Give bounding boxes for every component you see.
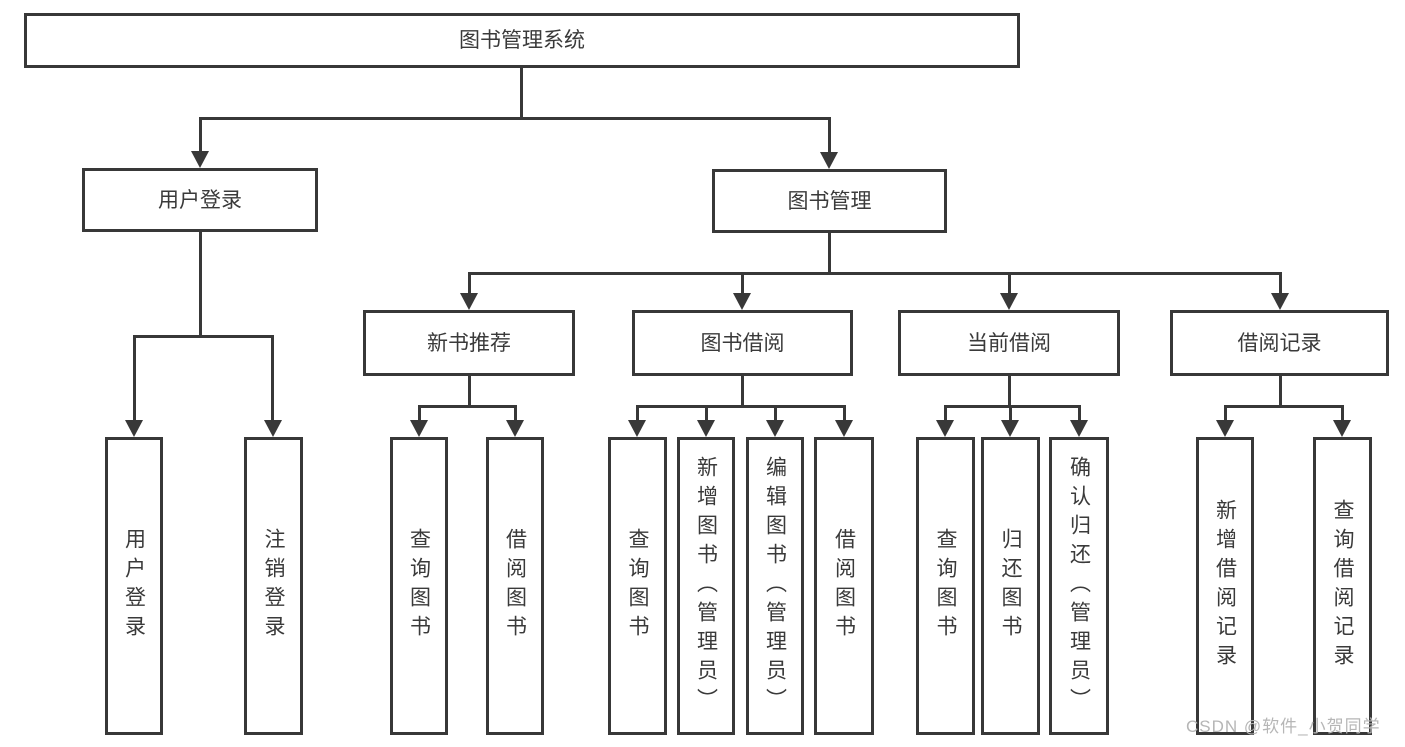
leaf-user-login: 用户登录 — [105, 437, 163, 735]
leaf-user-login-label: 用户登录 — [122, 528, 146, 644]
leaf-cb-query-books-label: 查询图书 — [934, 528, 957, 644]
node-current-borrowing-label: 当前借阅 — [967, 331, 1051, 355]
arrow-to-new-book-recommend — [460, 272, 478, 310]
arrow-to-br-query-record — [1333, 405, 1351, 437]
leaf-bb-borrow-books-label: 借阅图书 — [832, 528, 856, 644]
arrow-to-bb-add-books — [697, 405, 715, 437]
node-borrow-records-label: 借阅记录 — [1237, 331, 1322, 355]
connector-user-login-split — [132, 335, 274, 338]
leaf-br-add-record-label: 新增借阅记录 — [1213, 499, 1237, 673]
connector-cb-split — [943, 405, 1081, 408]
leaf-cb-return-books-label: 归还图书 — [999, 528, 1022, 644]
node-borrow-records: 借阅记录 — [1170, 310, 1389, 376]
node-new-book-recommend-label: 新书推荐 — [427, 331, 511, 355]
arrow-to-user-login — [191, 117, 209, 168]
arrow-to-leaf-user-login — [125, 335, 143, 437]
arrow-to-bb-borrow-books — [835, 405, 853, 437]
connector-level1-split — [198, 117, 831, 120]
leaf-bb-edit-books-admin: 编辑图书（管理员） — [746, 437, 804, 735]
node-book-management: 图书管理 — [712, 169, 947, 233]
arrow-to-br-add-record — [1216, 405, 1234, 437]
arrow-to-nb-borrow-books — [506, 405, 524, 437]
leaf-nb-borrow-books-label: 借阅图书 — [503, 528, 527, 644]
leaf-cb-confirm-return-admin-label: 确认归还（管理员） — [1067, 455, 1091, 717]
arrow-to-bb-query-books — [628, 405, 646, 437]
node-library-system: 图书管理系统 — [24, 13, 1020, 68]
leaf-br-query-record-label: 查询借阅记录 — [1331, 499, 1354, 673]
node-book-borrowing: 图书借阅 — [632, 310, 853, 376]
connector-cb-riser — [1007, 374, 1011, 408]
leaf-logout: 注销登录 — [244, 437, 303, 735]
leaf-logout-label: 注销登录 — [262, 528, 285, 644]
csdn-watermark: CSDN @软件_小贺同学 — [1186, 717, 1381, 736]
connector-root-riser — [519, 68, 523, 120]
leaf-nb-query-books: 查询图书 — [390, 437, 448, 735]
arrow-to-cb-query-books — [936, 405, 954, 437]
node-book-borrowing-label: 图书借阅 — [700, 331, 785, 355]
arrow-to-book-borrowing — [733, 272, 751, 310]
node-library-system-label: 图书管理系统 — [459, 29, 585, 52]
connector-br-split — [1223, 405, 1344, 408]
arrow-to-borrow-records — [1271, 272, 1289, 310]
node-user-login-label: 用户登录 — [158, 188, 242, 212]
connector-nb-riser — [467, 374, 471, 408]
node-user-login: 用户登录 — [82, 168, 318, 232]
leaf-bb-add-books-admin-label: 新增图书（管理员） — [694, 455, 718, 717]
leaf-nb-query-books-label: 查询图书 — [407, 528, 431, 644]
connector-bb-split — [635, 405, 846, 408]
leaf-br-query-record: 查询借阅记录 — [1313, 437, 1372, 735]
arrow-to-book-management — [820, 117, 838, 169]
leaf-bb-query-books: 查询图书 — [608, 437, 667, 735]
arrow-to-cb-confirm-return — [1070, 405, 1088, 437]
connector-bb-riser — [740, 374, 744, 408]
arrow-to-nb-query-books — [410, 405, 428, 437]
node-new-book-recommend: 新书推荐 — [363, 310, 575, 376]
leaf-cb-query-books: 查询图书 — [916, 437, 975, 735]
leaf-bb-edit-books-admin-label: 编辑图书（管理员） — [763, 455, 787, 717]
connector-nb-split — [417, 405, 517, 408]
connector-user-login-riser — [198, 231, 202, 338]
node-current-borrowing: 当前借阅 — [898, 310, 1120, 376]
leaf-cb-confirm-return-admin: 确认归还（管理员） — [1049, 437, 1109, 735]
arrow-to-cb-return-books — [1001, 405, 1019, 437]
connector-level2-split — [467, 272, 1282, 275]
connector-book-management-riser — [827, 232, 831, 275]
node-book-management-label: 图书管理 — [787, 189, 872, 213]
leaf-cb-return-books: 归还图书 — [981, 437, 1040, 735]
leaf-bb-borrow-books: 借阅图书 — [814, 437, 874, 735]
leaf-bb-query-books-label: 查询图书 — [626, 528, 649, 644]
leaf-bb-add-books-admin: 新增图书（管理员） — [677, 437, 735, 735]
arrow-to-current-borrowing — [1000, 272, 1018, 310]
connector-br-riser — [1278, 374, 1282, 408]
leaf-br-add-record: 新增借阅记录 — [1196, 437, 1254, 735]
arrow-to-leaf-logout — [263, 335, 282, 437]
arrow-to-bb-edit-books — [766, 405, 784, 437]
leaf-nb-borrow-books: 借阅图书 — [486, 437, 544, 735]
